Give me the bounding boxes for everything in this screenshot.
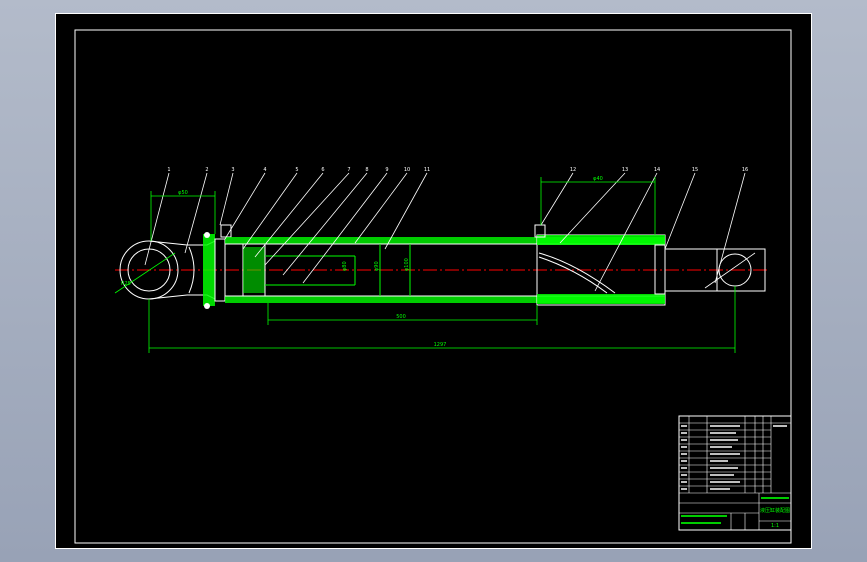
drawing-svg: 1 2 3 4 5 6 7 8 9 10 11 12 13 14 15 16 xyxy=(55,13,812,549)
balloon-5: 5 xyxy=(295,167,298,173)
balloon-1: 1 xyxy=(167,167,170,173)
balloon-10: 10 xyxy=(404,167,410,173)
inner-drawing-frame xyxy=(74,29,792,544)
balloon-14: 14 xyxy=(654,167,660,173)
balloon-12: 12 xyxy=(570,167,576,173)
piston xyxy=(264,243,411,297)
dim-text-8: φ40 xyxy=(593,176,603,182)
balloon-3: 3 xyxy=(231,167,234,173)
dim-text-6: 500 xyxy=(396,314,406,320)
dim-text-5: φ100 xyxy=(404,258,410,271)
dimension-lines xyxy=(148,177,736,353)
drawing-scale: 1:1 xyxy=(771,523,779,529)
dim-text-7: 1297 xyxy=(434,342,447,348)
front-gland xyxy=(534,224,666,306)
balloon-11: 11 xyxy=(424,167,430,173)
balloon-15: 15 xyxy=(692,167,698,173)
balloon-2: 2 xyxy=(205,167,208,173)
drawing-canvas[interactable]: 1 2 3 4 5 6 7 8 9 10 11 12 13 14 15 16 xyxy=(55,13,812,549)
balloon-4: 4 xyxy=(263,167,266,173)
dim-text-1: φ50 xyxy=(178,190,188,196)
balloon-7: 7 xyxy=(347,167,350,173)
dim-text-2: R25 xyxy=(121,281,131,287)
balloon-8: 8 xyxy=(365,167,368,173)
piston-rod xyxy=(665,248,766,292)
dim-text-4: φ90 xyxy=(374,261,380,271)
dimension-texts: φ50 R25 φ80 φ90 φ100 500 1297 φ40 xyxy=(121,176,603,348)
balloon-13: 13 xyxy=(622,167,628,173)
dim-text-3: φ80 xyxy=(342,261,348,271)
balloon-9: 9 xyxy=(385,167,388,173)
balloon-6: 6 xyxy=(321,167,324,173)
balloon-labels: 1 2 3 4 5 6 7 8 9 10 11 12 13 14 15 16 xyxy=(167,167,748,173)
drawing-title: 液压缸装配图 xyxy=(760,507,790,514)
balloon-16: 16 xyxy=(742,167,748,173)
title-block: 液压缸装配图 1:1 xyxy=(678,415,792,531)
outer-sheet-border xyxy=(55,13,812,549)
leader-lines xyxy=(144,172,746,292)
